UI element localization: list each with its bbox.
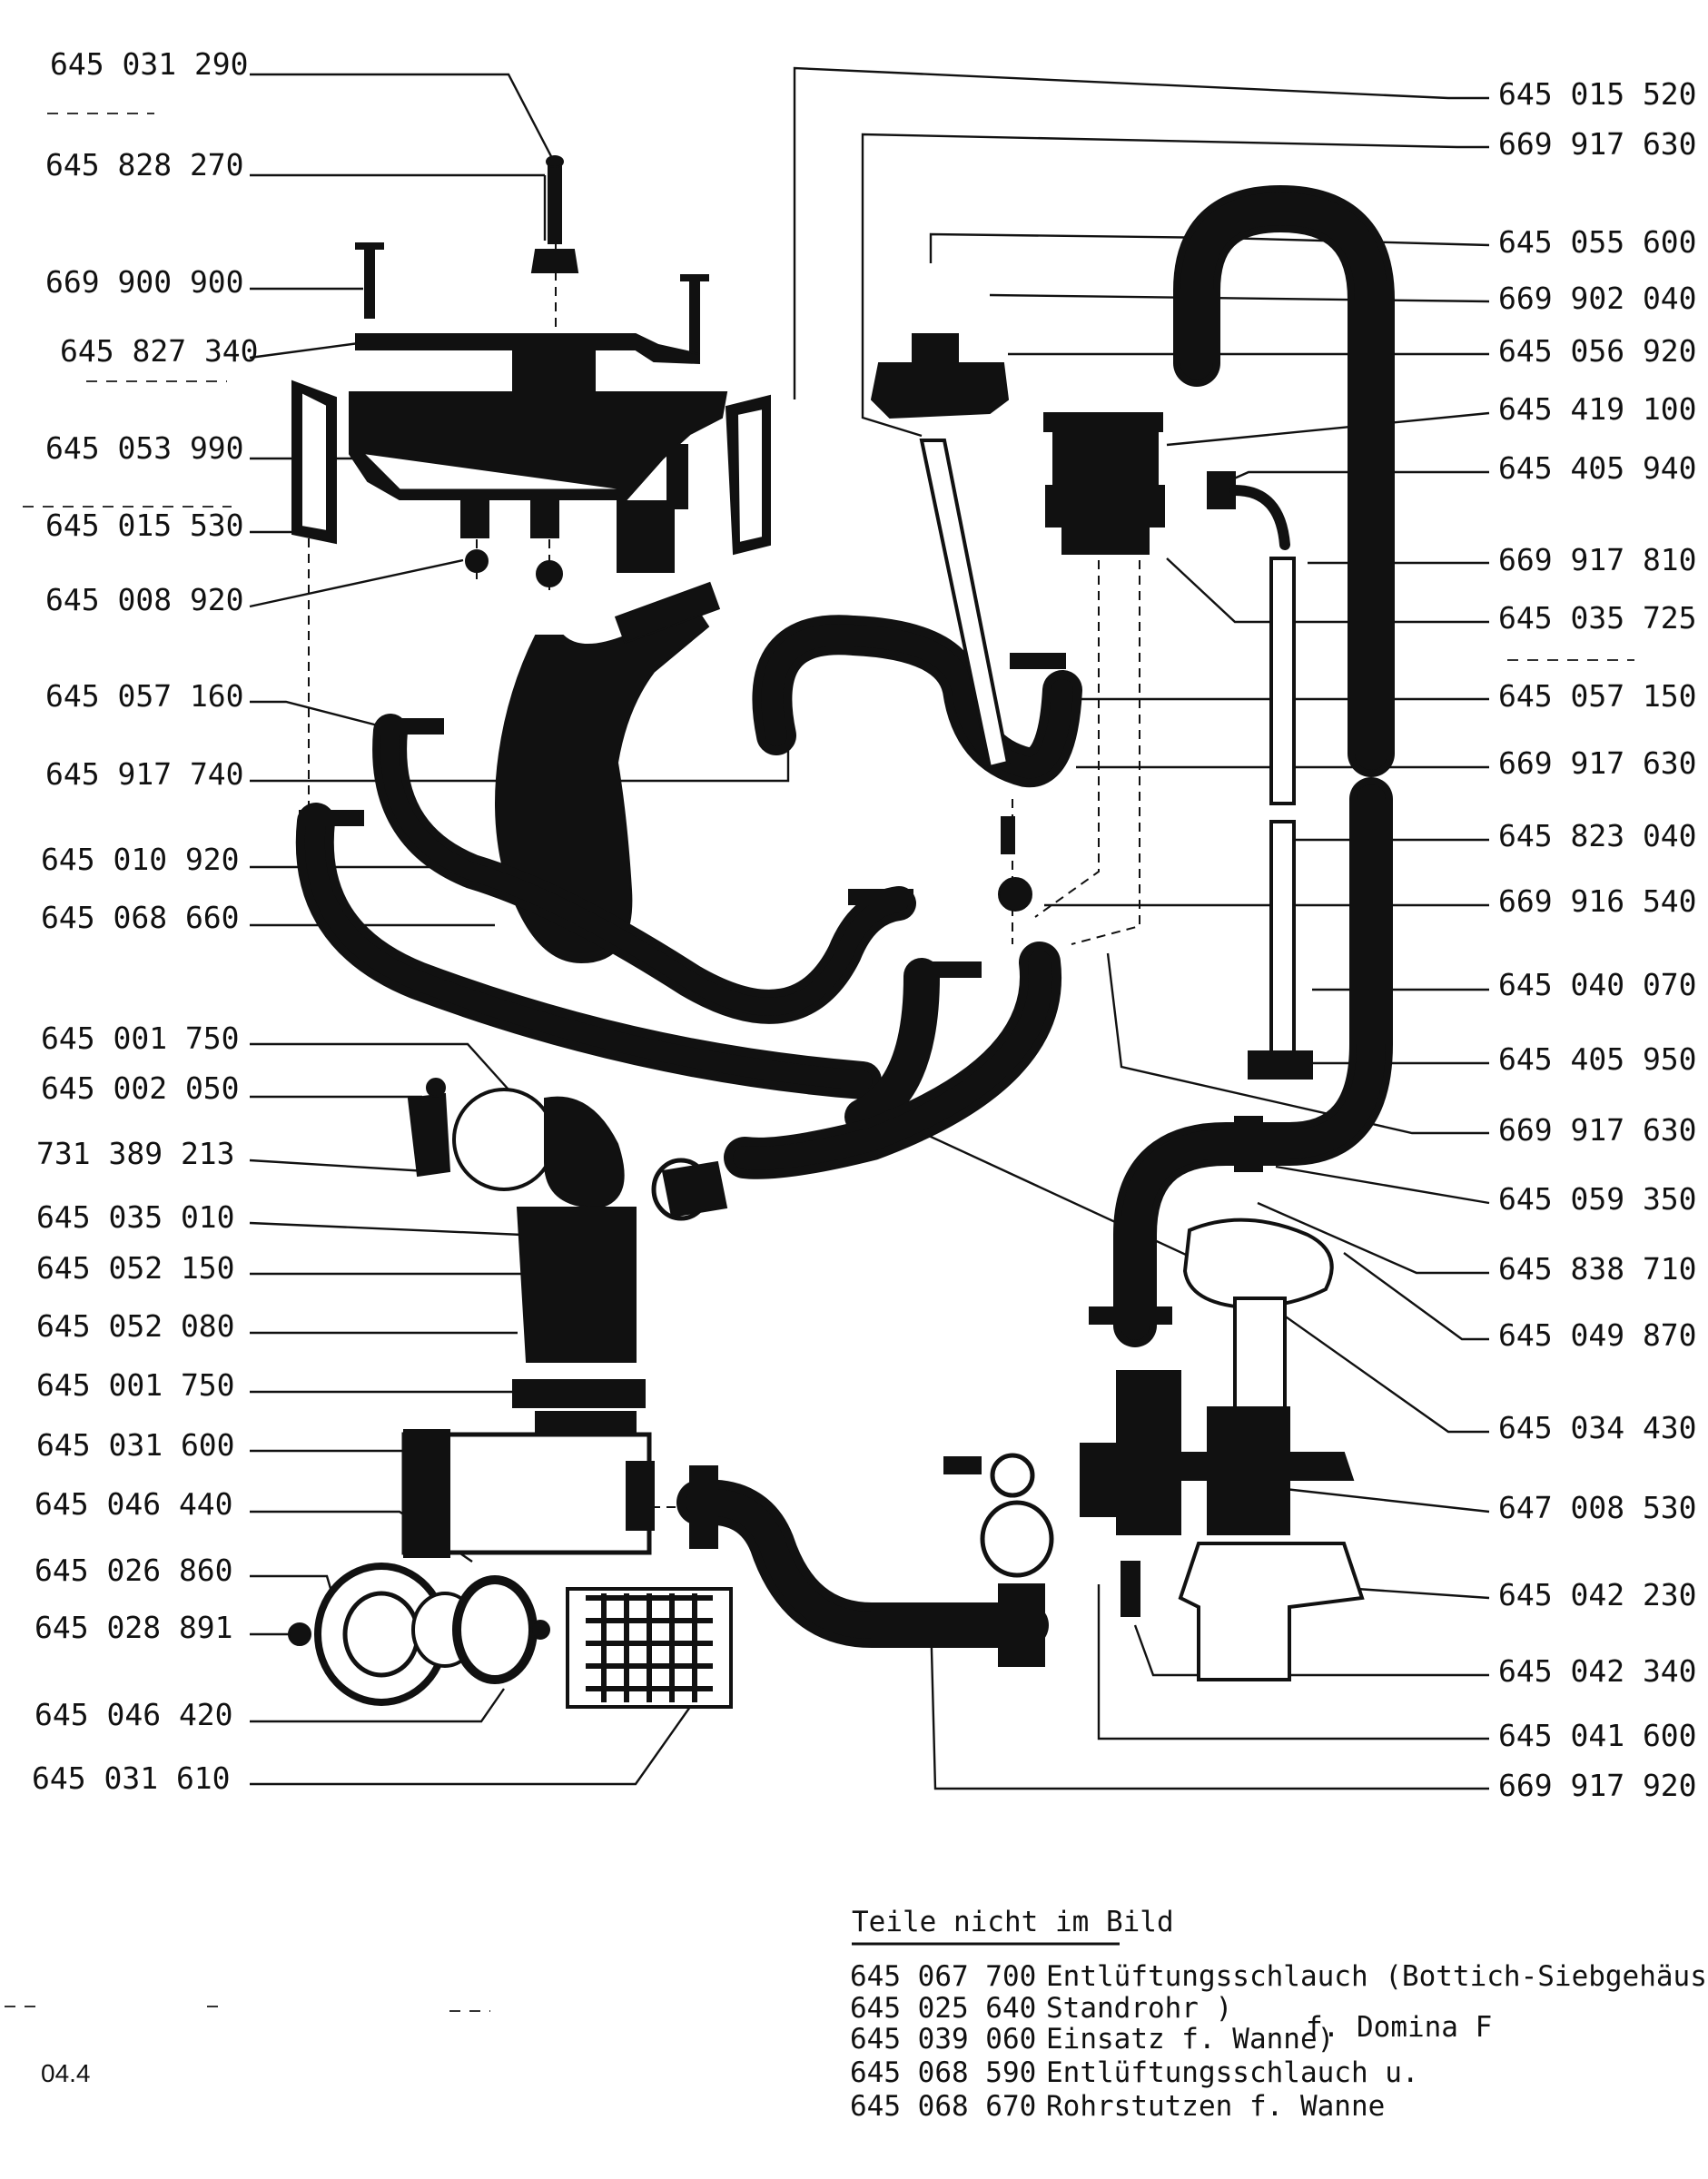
right-label-12: 645 823 040 — [1498, 818, 1697, 853]
left-label-11: 645 068 660 — [41, 900, 240, 935]
right-label-22: 645 042 230 — [1498, 1577, 1697, 1612]
right-label-10: 645 057 150 — [1498, 678, 1697, 714]
vent-tube — [919, 439, 1011, 770]
right-label-18: 645 838 710 — [1498, 1251, 1697, 1287]
right-label-5: 645 056 920 — [1498, 333, 1697, 369]
right-label-11: 669 917 630 — [1498, 745, 1697, 781]
left-label-12: 645 001 750 — [41, 1020, 240, 1056]
left-label-4: 645 827 340 — [60, 333, 259, 369]
right-label-3: 645 055 600 — [1498, 224, 1697, 260]
left-label-18: 645 001 750 — [36, 1367, 235, 1403]
bottom-dashes — [5, 2006, 490, 2012]
screws — [355, 242, 709, 360]
left-label-1: 645 031 290 — [50, 46, 249, 82]
mount-block — [1178, 1542, 1365, 1681]
legend-text-1: Entlüftungsschlauch (Bottich-Siebgehäuse… — [1046, 1960, 1708, 1993]
right-label-25: 669 917 920 — [1498, 1768, 1697, 1803]
legend-text-5: Rohrstutzen f. Wanne — [1046, 2090, 1385, 2123]
left-labels: 645 031 290 645 828 270 669 900 900 645 … — [32, 46, 259, 1796]
standpipe — [1248, 557, 1313, 1080]
legend-code-2: 645 025 640 — [850, 1992, 1036, 2025]
left-leader-lines — [249, 73, 790, 1786]
right-labels: 645 015 520 669 917 630 645 055 600 669 … — [1498, 76, 1697, 1803]
left-label-17: 645 052 080 — [36, 1308, 235, 1344]
page-code: 04.4 — [41, 2059, 91, 2087]
legend-code-5: 645 068 670 — [850, 2090, 1036, 2123]
left-label-19: 645 031 600 — [36, 1427, 235, 1463]
left-label-13: 645 002 050 — [41, 1070, 240, 1106]
lint-strainer — [566, 1587, 733, 1709]
right-label-4: 669 902 040 — [1498, 281, 1697, 316]
left-label-14: 731 389 213 — [36, 1136, 235, 1171]
legend-title: Teile nicht im Bild — [852, 1906, 1174, 1938]
left-label-20: 645 046 440 — [35, 1486, 233, 1522]
left-label-15: 645 035 010 — [36, 1199, 235, 1235]
drain-pump — [1080, 1370, 1355, 1535]
right-label-17: 645 059 350 — [1498, 1181, 1697, 1217]
ball-valve — [998, 877, 1032, 912]
right-label-1: 645 015 520 — [1498, 76, 1697, 112]
label-dash-marks — [23, 113, 1634, 661]
hose-lower-loop — [844, 958, 940, 1135]
left-label-9: 645 917 740 — [45, 756, 244, 792]
legend-text-2: Standrohr ) — [1046, 1992, 1232, 2025]
left-label-6: 645 015 530 — [45, 508, 244, 543]
left-label-7: 645 008 920 — [45, 582, 244, 617]
left-label-22: 645 028 891 — [35, 1610, 233, 1645]
right-label-7: 645 405 940 — [1498, 450, 1697, 486]
left-label-24: 645 031 610 — [32, 1760, 231, 1796]
right-label-20: 645 034 430 — [1498, 1410, 1697, 1445]
right-label-19: 645 049 870 — [1498, 1317, 1697, 1353]
legend: Teile nicht im Bild 645 067 700 Entlüftu… — [850, 1906, 1708, 2123]
left-label-21: 645 026 860 — [35, 1553, 233, 1588]
sieve-cylinder — [401, 1429, 655, 1558]
pressure-switch — [1043, 412, 1165, 555]
left-label-2: 645 828 270 — [45, 147, 244, 182]
right-label-24: 645 041 600 — [1498, 1718, 1697, 1753]
plug-bolt — [530, 155, 579, 273]
hose-clamps — [299, 653, 1066, 978]
legend-text-4: Entlüftungsschlauch u. — [1046, 2056, 1419, 2089]
heater-pad — [512, 349, 596, 400]
right-label-14: 645 040 070 — [1498, 967, 1697, 1002]
right-label-21: 647 008 530 — [1498, 1490, 1697, 1525]
right-label-23: 645 042 340 — [1498, 1653, 1697, 1689]
right-label-9: 645 035 725 — [1498, 600, 1697, 636]
right-label-13: 669 916 540 — [1498, 883, 1697, 919]
left-label-23: 645 046 420 — [35, 1697, 233, 1732]
legend-bracket-note: f. Domina F — [1306, 2011, 1492, 2044]
right-label-2: 669 917 630 — [1498, 126, 1697, 162]
right-label-16: 669 917 630 — [1498, 1112, 1697, 1148]
sieve-housing — [452, 1088, 646, 1463]
right-label-6: 645 419 100 — [1498, 391, 1697, 427]
right-label-15: 645 405 950 — [1498, 1041, 1697, 1077]
legend-code-4: 645 068 590 — [850, 2056, 1036, 2089]
legend-code-3: 645 039 060 — [850, 2023, 1036, 2056]
left-label-5: 645 053 990 — [45, 430, 244, 466]
left-label-16: 645 052 150 — [36, 1250, 235, 1286]
left-label-10: 645 010 920 — [41, 842, 240, 877]
air-valve — [870, 362, 1010, 419]
sump-pad — [1182, 1218, 1334, 1310]
right-label-8: 669 917 810 — [1498, 542, 1697, 577]
left-label-3: 669 900 900 — [45, 264, 244, 300]
legend-code-1: 645 067 700 — [850, 1960, 1036, 1993]
legend-text-3: Einsatz f. Wanne) — [1046, 2023, 1334, 2056]
drawing-parts — [288, 155, 1395, 1709]
left-label-8: 645 057 160 — [45, 678, 244, 714]
strainer-cap — [288, 1563, 550, 1706]
